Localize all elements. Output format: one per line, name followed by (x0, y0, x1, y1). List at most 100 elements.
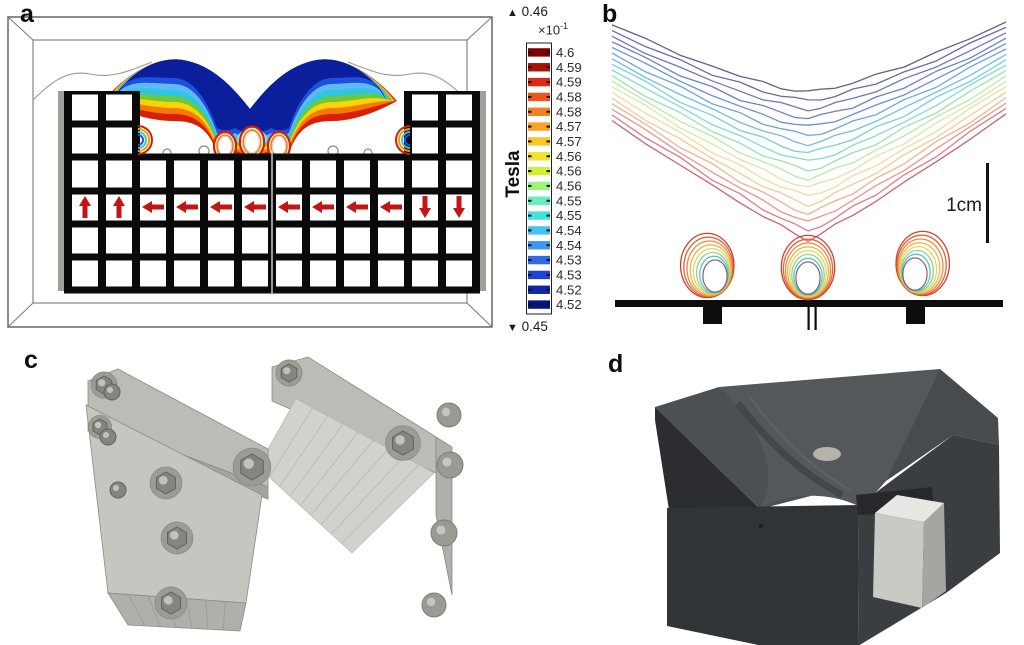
contour-balloons (679, 230, 951, 301)
magnet-cell (446, 260, 472, 287)
saddle-sheen (748, 396, 853, 493)
magnet-cell (174, 260, 200, 287)
field-layer (113, 59, 387, 132)
contour-line (611, 80, 1007, 188)
colorbar-tick-label: 4.57 (556, 134, 582, 149)
magnetization-arrow-left (210, 201, 232, 213)
magnetization-arrow-left (346, 201, 368, 213)
colorbar-tick-label: 4.58 (556, 104, 582, 119)
balloon-ring (686, 240, 733, 297)
center-pin (814, 307, 817, 330)
colorbar-band (528, 92, 550, 102)
magnet-cell (72, 260, 98, 287)
colorbar-tick-left (528, 229, 532, 232)
sensor-disc (813, 447, 841, 461)
mini-field-arcs (137, 125, 411, 155)
colorbar-tick-left (528, 303, 532, 306)
colorbar-tick-right (546, 155, 550, 158)
dome-bolt (421, 592, 447, 618)
bolt-highlight (426, 597, 436, 607)
balloon-ring (897, 238, 944, 295)
balloon-ring (899, 245, 938, 294)
field-boundary-lines (32, 61, 468, 101)
colorbar-tick-right (546, 184, 550, 187)
magnet-cell (140, 160, 166, 188)
plate-seam (128, 594, 146, 627)
enclosure-face (873, 513, 924, 608)
balloon-ring (695, 251, 730, 295)
colorbar-tick-left (528, 259, 532, 262)
balloon-ring (900, 249, 935, 293)
balloon-ring (683, 236, 734, 298)
contour-line (611, 48, 1007, 137)
colorbar-band (528, 255, 550, 265)
panel-c-photo-magnet-assembly (85, 356, 464, 632)
contour-line (611, 86, 1007, 197)
magnet-cell (412, 160, 438, 188)
balloon-ring (782, 238, 834, 300)
magnetization-arrow-left (278, 201, 300, 213)
magnetization-arrow-left (176, 201, 198, 213)
magnet-cell (446, 227, 472, 254)
colorbar-tick-label: 4.56 (556, 179, 582, 194)
balloon-ring (901, 253, 931, 292)
colorbar-multiplier-exponent: -1 (560, 21, 569, 31)
colorbar-tick-left (528, 140, 532, 143)
magnetization-arrow-left (380, 201, 402, 213)
magnetization-arrow-left (142, 201, 164, 213)
flux-feet (212, 125, 292, 162)
plate-seam (341, 464, 420, 544)
balloon-ring (689, 244, 732, 296)
magnet-cell (412, 94, 438, 121)
field-surface (103, 59, 397, 157)
colorbar-band (528, 137, 550, 146)
bolt-cap (94, 421, 102, 429)
colorbar-tick-left (528, 273, 532, 276)
magnet-cell (310, 260, 336, 287)
colorbar-tick-right (546, 273, 550, 276)
colorbar-under-range: ▼ 0.45 (507, 319, 548, 334)
magnet-fixture-photo (85, 356, 464, 632)
magnet-cell (276, 260, 302, 287)
colorbar-tick-label: 4.6 (556, 45, 574, 60)
magnet-cell (208, 160, 234, 188)
colorbar-tick-left (528, 184, 532, 187)
magnetization-arrow-left (244, 201, 266, 213)
plate-seam (186, 598, 193, 629)
contour-line (611, 53, 1007, 147)
colorbar-tick-label: 4.59 (556, 75, 582, 90)
bolt-cap (158, 475, 168, 485)
panel-label-a: a (20, 0, 34, 28)
dome-bolt (436, 402, 462, 428)
colorbar-unit-label: Tesla (503, 150, 524, 198)
magnet-cell (106, 160, 132, 188)
magnet-cell (446, 94, 472, 121)
magnet-cell (378, 227, 404, 254)
contour-line (611, 107, 1007, 232)
colorbar-tick-right (546, 214, 550, 217)
colorbar-tick-left (528, 155, 532, 158)
colorbar-tick-right (546, 199, 550, 202)
contour-line (611, 102, 1007, 222)
magnetization-arrow-down (453, 196, 465, 218)
magnet-cell (242, 160, 268, 188)
panel-label-d: d (608, 350, 624, 378)
contour-line (611, 64, 1007, 161)
bolt-cap (243, 458, 254, 469)
plate-seam (279, 415, 329, 488)
balloon-ring (784, 242, 832, 299)
colorbar-band (528, 63, 550, 72)
magnet-cell (106, 127, 132, 154)
magnet-cell (174, 160, 200, 188)
magnet-cell (106, 227, 132, 254)
scale-bar-line (986, 163, 989, 243)
plate-seam (320, 448, 389, 525)
colorbar-tick-label: 4.56 (556, 149, 582, 164)
colorbar-tick-left (528, 288, 532, 291)
magnet-cell (242, 260, 268, 287)
magnet-cell (344, 227, 370, 254)
colorbar-tick-label: 4.57 (556, 119, 582, 134)
right-pier (906, 307, 925, 324)
colorbar-tick-label: 4.54 (556, 223, 582, 238)
